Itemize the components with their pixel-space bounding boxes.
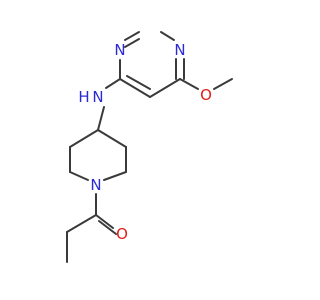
atom-n-ring-a: N	[114, 41, 125, 59]
bond	[69, 171, 89, 181]
bond	[97, 106, 105, 131]
bond	[69, 129, 99, 148]
bond	[103, 171, 127, 181]
atom-n-piperidine: N	[90, 176, 101, 194]
atom-o-methoxy: O	[200, 86, 212, 104]
bond	[119, 78, 151, 98]
bond	[160, 31, 175, 41]
atom-h-amine: H	[78, 88, 89, 106]
bond	[149, 78, 181, 98]
bonds	[66, 31, 233, 263]
bond	[105, 78, 121, 89]
structure-svg: N N N H O N O	[66, 31, 233, 263]
bond	[213, 78, 233, 90]
bond	[97, 129, 127, 148]
bond	[124, 38, 140, 48]
bond	[66, 214, 97, 233]
bond	[95, 214, 114, 229]
bond	[124, 31, 140, 41]
atom-o-carbonyl: O	[116, 225, 128, 243]
atom-n-amine: N	[92, 88, 103, 106]
bond	[98, 220, 117, 235]
bond	[179, 78, 199, 90]
atom-n-ring-b: N	[174, 41, 185, 59]
molecule-diagram: N N N H O N O	[66, 31, 233, 263]
atom-labels: N N N H O N O	[78, 41, 212, 243]
bond	[126, 75, 151, 90]
